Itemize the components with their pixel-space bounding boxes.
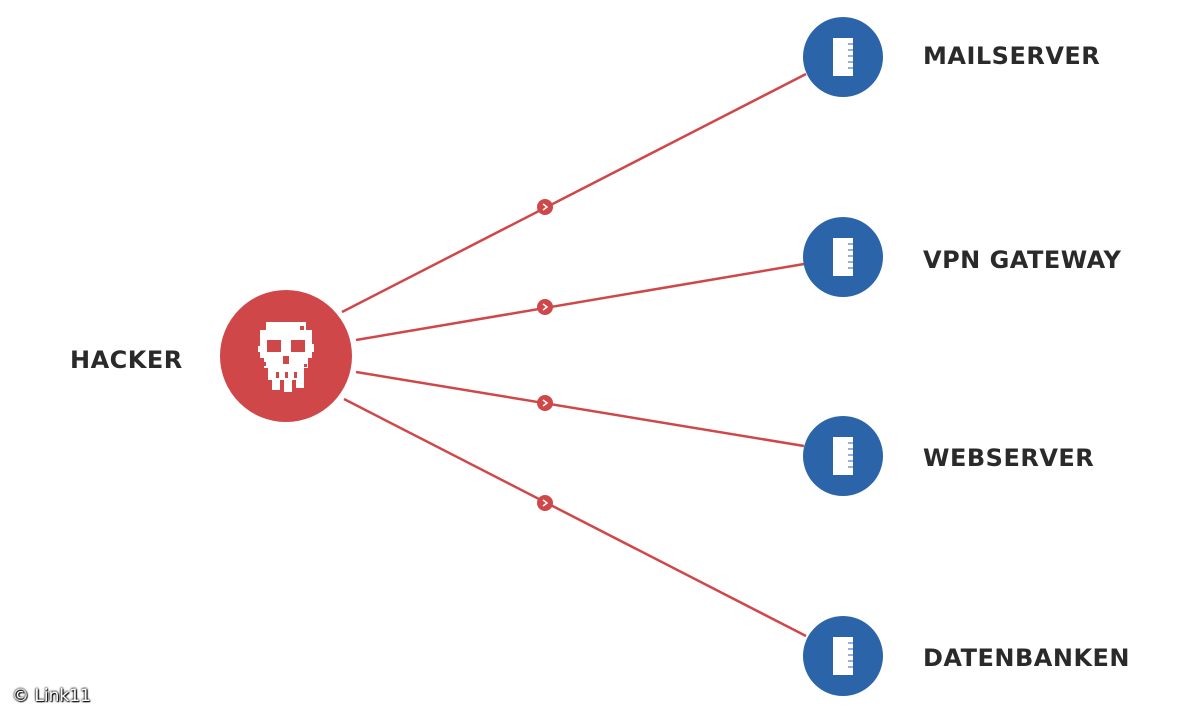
- copyright-notice: © Link11: [12, 686, 91, 706]
- server-icon: [833, 38, 853, 76]
- target-label-datenbanken: DATENBANKEN: [923, 644, 1130, 672]
- target-mailserver: MAILSERVER: [803, 17, 1100, 97]
- connection-mailserver: [341, 72, 807, 314]
- hacker-label: HACKER: [70, 346, 183, 374]
- hacker-node: [220, 290, 352, 422]
- target-webserver: WEBSERVER: [803, 416, 1094, 496]
- arrow-marker-icon: [537, 199, 553, 215]
- arrow-marker-icon: [537, 495, 553, 511]
- connection-vpn-gateway: [355, 262, 805, 342]
- target-label-webserver: WEBSERVER: [923, 444, 1094, 472]
- server-icon: [833, 238, 853, 276]
- target-vpn-gateway: VPN GATEWAY: [803, 217, 1121, 297]
- skull-icon: [258, 322, 314, 392]
- connection-markers: [537, 199, 553, 511]
- attack-connections: [341, 72, 807, 638]
- server-icon: [833, 437, 853, 475]
- connection-datenbanken: [343, 397, 807, 638]
- server-icon: [833, 637, 853, 675]
- target-label-mailserver: MAILSERVER: [923, 42, 1100, 70]
- target-label-vpn-gateway: VPN GATEWAY: [923, 246, 1121, 274]
- arrow-marker-icon: [537, 395, 553, 411]
- connection-webserver: [355, 370, 805, 448]
- target-datenbanken: DATENBANKEN: [803, 616, 1130, 696]
- arrow-marker-icon: [537, 299, 553, 315]
